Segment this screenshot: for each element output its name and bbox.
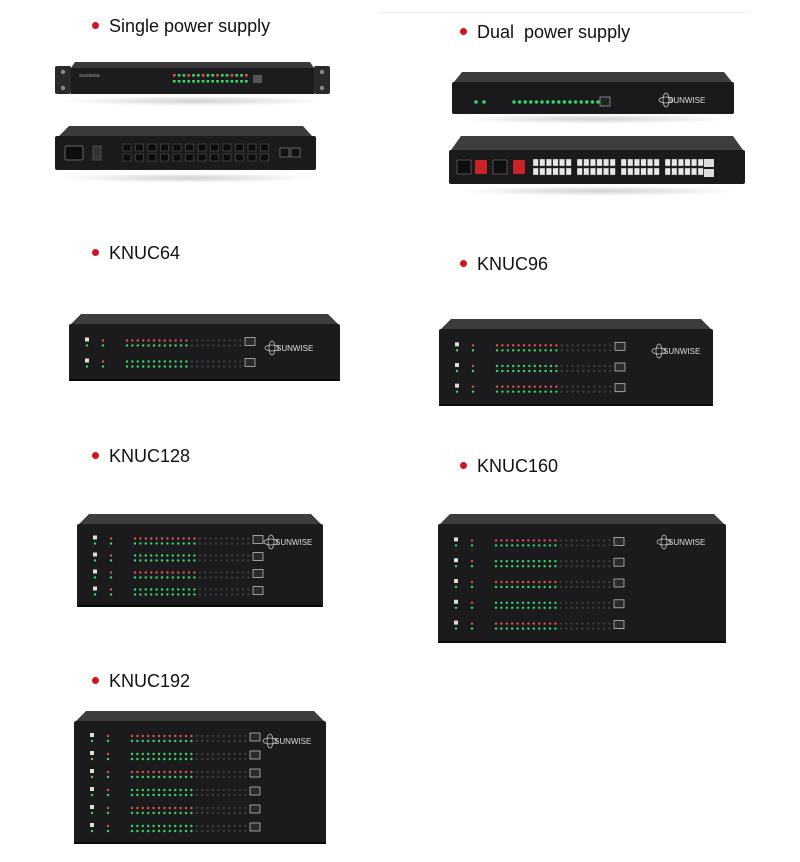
dual-psu-back-unit	[449, 136, 745, 184]
brand-logo: SUNWISE	[263, 534, 312, 550]
svg-text:SUNWISE: SUNWISE	[79, 73, 100, 78]
label-knuc96: KNUC96	[460, 254, 548, 274]
device-shadow	[455, 114, 735, 124]
single-psu-front-unit: SUNWISE	[55, 62, 330, 94]
label-single-power-supply: Single power supply	[92, 16, 270, 36]
brand-logo-text: SUNWISE	[663, 347, 700, 356]
bullet-dot	[92, 451, 99, 459]
brand-logo: SUNWISE	[264, 340, 313, 356]
device-shadow	[455, 186, 743, 196]
brand-logo-text: SUNWISE	[274, 737, 311, 746]
label-text: KNUC128	[109, 446, 191, 466]
brand-logo-text: SUNWISE	[275, 538, 312, 547]
knuc192-unit: SUNWISE	[74, 711, 326, 844]
top-divider-line	[380, 12, 750, 13]
label-knuc192: KNUC192	[92, 671, 190, 691]
knuc160-unit: SUNWISE	[438, 514, 726, 643]
device-shadow	[60, 173, 315, 183]
dual-psu-front-unit: SUNWISE	[452, 72, 734, 114]
brand-logo-text: SUNWISE	[668, 538, 705, 547]
brand-logo-text: SUNWISE	[668, 96, 705, 105]
bullet-dot	[460, 259, 467, 267]
label-text: KNUC160	[477, 456, 559, 476]
label-text: Single power supply	[109, 16, 271, 36]
label-text: KNUC64	[109, 243, 181, 263]
bullet-dot	[92, 21, 99, 29]
label-text: Dual power supply	[477, 22, 631, 42]
brand-logo: SUNWISE	[656, 534, 705, 550]
brand-logo: SUNWISE	[262, 733, 311, 749]
bullet-dot	[92, 248, 99, 256]
knuc128-unit: SUNWISE	[77, 514, 323, 607]
label-text: KNUC96	[477, 254, 549, 274]
label-knuc160: KNUC160	[460, 456, 558, 476]
device-shadow	[60, 96, 330, 106]
brand-logo-text: SUNWISE	[276, 344, 313, 353]
knuc64-unit: SUNWISE	[69, 314, 340, 381]
label-knuc128: KNUC128	[92, 446, 190, 466]
label-knuc64: KNUC64	[92, 243, 180, 263]
knuc96-unit: SUNWISE	[439, 319, 713, 406]
brand-logo: SUNWISE	[651, 343, 700, 359]
bullet-dot	[460, 461, 467, 469]
single-psu-back-unit	[55, 126, 316, 170]
label-dual-power-supply: Dual power supply	[460, 22, 630, 42]
bullet-dot	[92, 676, 99, 684]
label-text: KNUC192	[109, 671, 191, 691]
bullet-dot	[460, 27, 467, 35]
